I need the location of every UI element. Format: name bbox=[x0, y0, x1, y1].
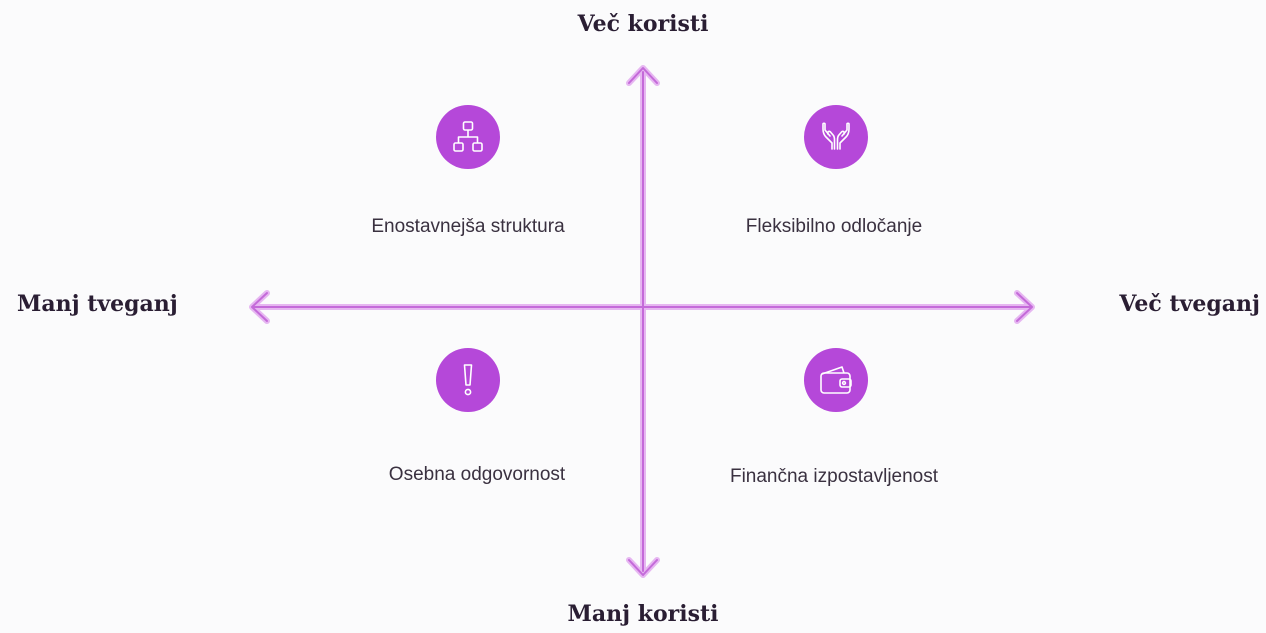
axis-lines bbox=[251, 67, 1033, 576]
axis-label-right: Več tveganj bbox=[1119, 291, 1260, 317]
arrow-left-icon bbox=[251, 292, 268, 322]
quadrant-label-bottom-right: Finančna izpostavljenost bbox=[729, 466, 939, 487]
quadrant-label-bottom-left: Osebna odgovornost bbox=[388, 464, 566, 485]
open-hands-icon bbox=[804, 105, 868, 169]
quadrant-label-top-left: Enostavnejša struktura bbox=[371, 216, 565, 237]
arrow-right-icon bbox=[1016, 292, 1033, 322]
axis-label-left: Manj tveganj bbox=[17, 291, 178, 317]
quadrant-label-top-right: Fleksibilno odločanje bbox=[745, 216, 923, 237]
axis-label-bottom: Manj koristi bbox=[567, 601, 719, 627]
wallet-icon bbox=[804, 348, 868, 412]
org-chart-icon bbox=[436, 105, 500, 169]
exclamation-icon bbox=[436, 348, 500, 412]
axis-label-top: Več koristi bbox=[577, 11, 709, 37]
arrow-up-icon bbox=[628, 67, 658, 84]
arrow-down-icon bbox=[628, 559, 658, 576]
